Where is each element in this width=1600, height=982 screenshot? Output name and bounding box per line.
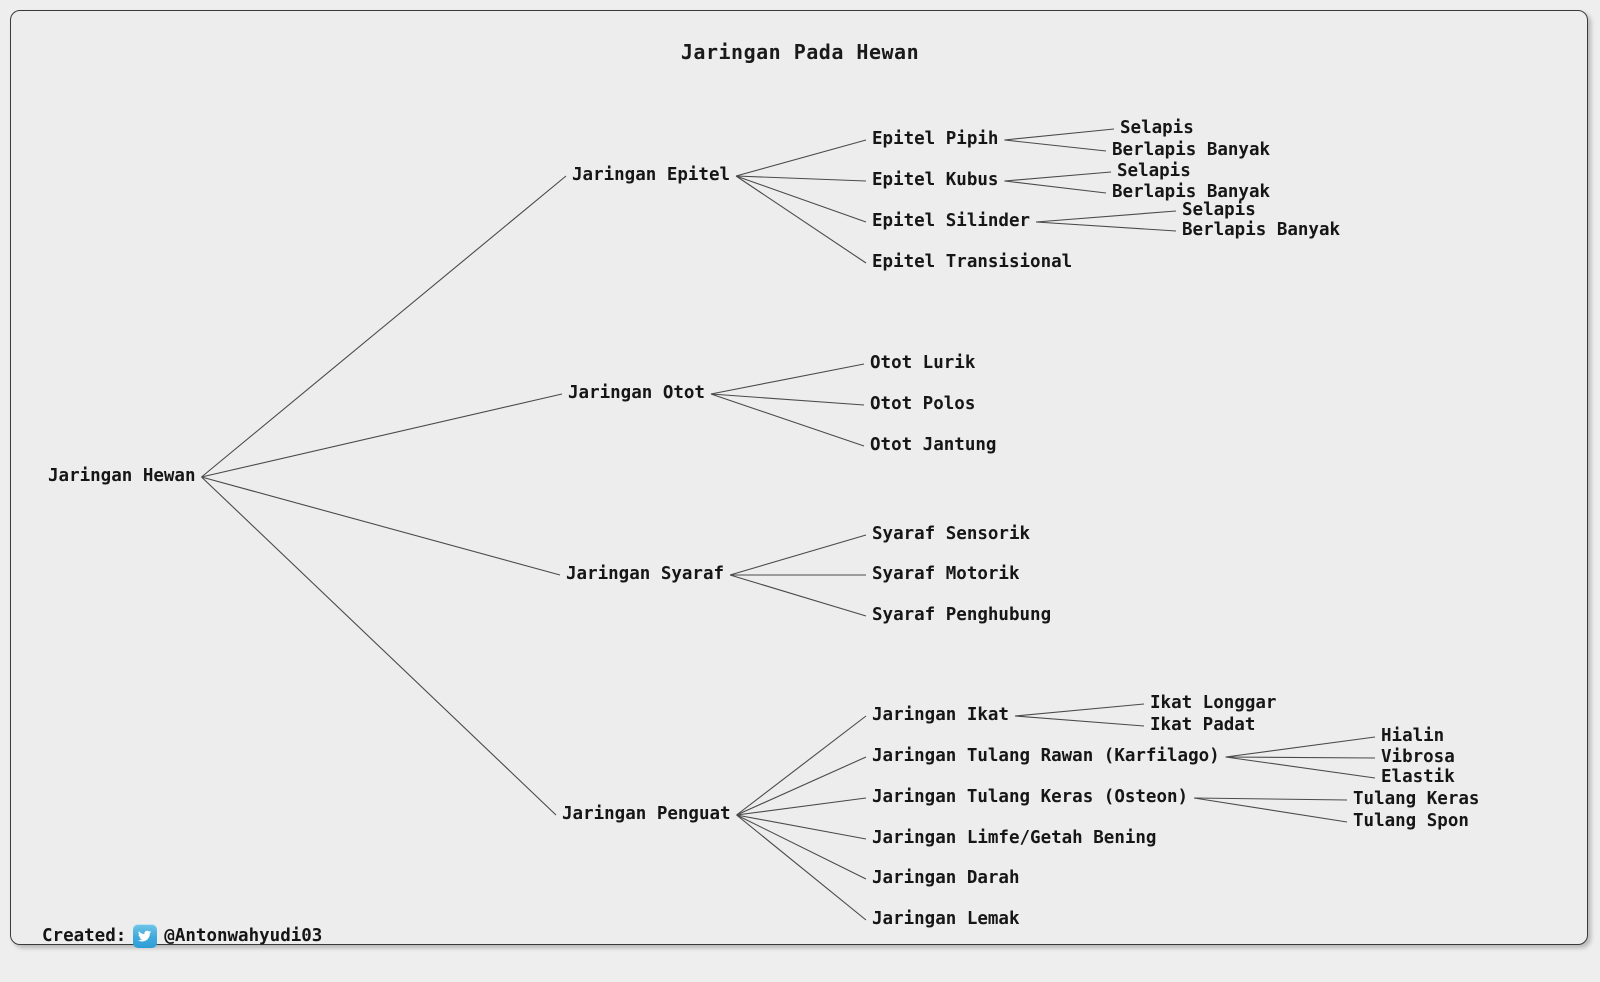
- edge-syaraf-to-syaraf-penghubung: [729, 574, 867, 617]
- node-pipih-selapis: Selapis: [1120, 118, 1194, 138]
- edge-epitel-to-epitel-pipih: [735, 139, 867, 177]
- node-syaraf-motorik: Syaraf Motorik: [872, 564, 1020, 584]
- edge-tulang-rawan-to-elastik: [1225, 756, 1376, 779]
- node-tulang-rawan: Jaringan Tulang Rawan (Karfilago): [872, 746, 1220, 766]
- node-epitel-silinder: Epitel Silinder: [872, 211, 1031, 231]
- edge-root-to-otot: [201, 393, 563, 478]
- edge-epitel-pipih-to-pipih-berlapis: [1004, 139, 1107, 152]
- edge-ikat-to-ikat-longgar: [1014, 703, 1145, 717]
- node-otot-lurik: Otot Lurik: [870, 353, 976, 373]
- edge-otot-to-otot-polos: [710, 393, 865, 406]
- edge-otot-to-otot-jantung: [710, 393, 865, 447]
- node-lemak: Jaringan Lemak: [872, 909, 1020, 929]
- edge-tulang-rawan-to-hialin: [1225, 736, 1376, 758]
- node-root: Jaringan Hewan: [48, 466, 196, 486]
- edge-epitel-silinder-to-silinder-selapis: [1036, 210, 1177, 223]
- edge-syaraf-to-syaraf-sensorik: [729, 534, 867, 576]
- node-otot: Jaringan Otot: [568, 383, 705, 403]
- node-limfe: Jaringan Limfe/Getah Bening: [872, 828, 1157, 848]
- edge-root-to-epitel: [201, 175, 567, 478]
- edge-root-to-penguat: [201, 476, 557, 816]
- edge-epitel-to-epitel-kubus: [736, 175, 867, 182]
- credits-label: Created:: [42, 926, 127, 946]
- node-epitel-pipih: Epitel Pipih: [872, 129, 999, 149]
- node-silinder-berlapis: Berlapis Banyak: [1182, 220, 1341, 240]
- node-kubus-selapis: Selapis: [1117, 161, 1191, 181]
- twitter-icon[interactable]: [133, 924, 158, 948]
- edge-penguat-to-ikat: [736, 715, 867, 816]
- node-ikat-padat: Ikat Padat: [1150, 715, 1256, 735]
- node-penguat: Jaringan Penguat: [562, 804, 731, 824]
- node-pipih-berlapis: Berlapis Banyak: [1112, 140, 1271, 160]
- node-tulang-keras: Jaringan Tulang Keras (Osteon): [872, 787, 1189, 807]
- node-syaraf-sensorik: Syaraf Sensorik: [872, 524, 1031, 544]
- edge-penguat-to-tulang-keras: [736, 797, 867, 816]
- node-tulang-keras-sub: Tulang Keras: [1353, 789, 1480, 809]
- edge-epitel-pipih-to-pipih-selapis: [1004, 128, 1115, 141]
- node-syaraf-penghubung: Syaraf Penghubung: [872, 605, 1052, 625]
- edge-penguat-to-lemak: [736, 814, 867, 921]
- credits-handle: @Antonwahyudi03: [164, 926, 323, 946]
- node-hialin: Hialin: [1381, 726, 1445, 746]
- edge-epitel-silinder-to-silinder-berlapis: [1036, 221, 1177, 232]
- edge-tulang-keras-to-tulang-spon: [1193, 797, 1348, 823]
- node-epitel: Jaringan Epitel: [572, 165, 731, 185]
- node-tulang-spon: Tulang Spon: [1353, 811, 1469, 831]
- edge-epitel-kubus-to-kubus-berlapis: [1004, 180, 1107, 194]
- node-ikat-longgar: Ikat Longgar: [1150, 693, 1277, 713]
- node-elastik: Elastik: [1381, 767, 1455, 787]
- node-ikat: Jaringan Ikat: [872, 705, 1009, 725]
- edge-epitel-kubus-to-kubus-selapis: [1004, 171, 1112, 182]
- page-frame: [10, 10, 1588, 945]
- edge-penguat-to-darah: [736, 814, 867, 880]
- edge-root-to-syaraf: [201, 476, 561, 576]
- edge-tulang-rawan-to-vibrosa: [1225, 756, 1376, 759]
- node-vibrosa: Vibrosa: [1381, 747, 1455, 767]
- edge-penguat-to-tulang-rawan: [736, 756, 867, 816]
- edge-epitel-to-epitel-transisional: [735, 175, 867, 264]
- node-otot-jantung: Otot Jantung: [870, 435, 997, 455]
- page-title: Jaringan Pada Hewan: [680, 40, 920, 64]
- edge-otot-to-otot-lurik: [710, 363, 865, 395]
- edge-tulang-keras-to-tulang-keras-sub: [1194, 797, 1348, 801]
- edge-epitel-to-epitel-silinder: [735, 175, 867, 223]
- node-darah: Jaringan Darah: [872, 868, 1020, 888]
- node-epitel-transisional: Epitel Transisional: [872, 252, 1073, 272]
- node-silinder-selapis: Selapis: [1182, 200, 1256, 220]
- edge-ikat-to-ikat-padat: [1014, 715, 1145, 727]
- node-epitel-kubus: Epitel Kubus: [872, 170, 999, 190]
- edge-penguat-to-limfe: [736, 814, 867, 840]
- node-kubus-berlapis: Berlapis Banyak: [1112, 182, 1271, 202]
- credits: Created: @Antonwahyudi03: [42, 924, 322, 948]
- node-otot-polos: Otot Polos: [870, 394, 976, 414]
- node-syaraf: Jaringan Syaraf: [566, 564, 725, 584]
